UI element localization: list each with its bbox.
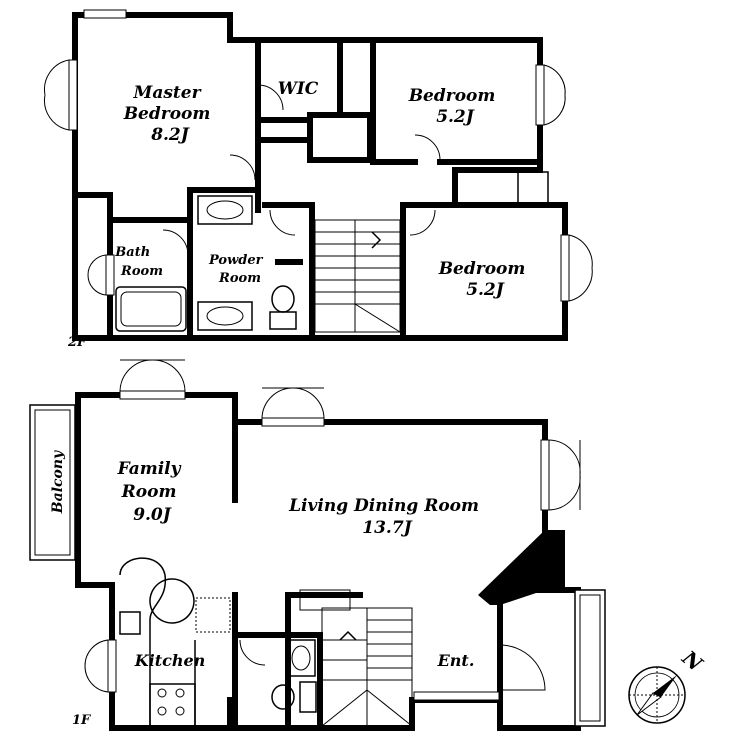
room-bedroom-1: Bedroom 5.2J (408, 86, 502, 127)
room-living-dining: Living Dining Room 13.7J (288, 496, 485, 538)
door-utility (239, 639, 266, 666)
sink-icon-1f (286, 639, 316, 677)
door-bedroom-2 (409, 209, 436, 236)
wic-closet (307, 112, 373, 163)
bathtub-icon (115, 286, 187, 332)
wall-entry (227, 587, 581, 731)
door-bath (162, 229, 189, 256)
window-master-left (44, 59, 78, 131)
room-wic: WIC (278, 79, 319, 99)
wall-kitchen-outer (75, 582, 233, 731)
balcony (29, 404, 76, 561)
toilet-icon-1f (271, 681, 317, 713)
wall-master-bottom (107, 187, 258, 223)
window-bedroom2-right (560, 234, 593, 302)
floor-1f: Family Room 9.0J Living Dining Room 13.7… (29, 359, 606, 731)
shoe-box (413, 691, 500, 701)
stairs-1f (321, 607, 413, 727)
door-master (257, 84, 284, 111)
room-balcony: Balcony (50, 450, 66, 514)
sink-icon (197, 195, 253, 225)
storage-1f (299, 589, 351, 611)
window-bedroom1-right (535, 64, 566, 126)
room-master-bedroom: Master Bedroom 8.2J (123, 83, 217, 145)
floor-label-1f: 1F (72, 713, 91, 728)
window-living-right (540, 439, 581, 511)
stairs-2f (314, 219, 401, 333)
door-hall (229, 154, 256, 181)
kitchen-counter (119, 557, 231, 729)
room-powder: Powder Room (208, 253, 267, 286)
floor-label-2f: 2F (67, 335, 87, 350)
window-kitchen-left (84, 639, 117, 693)
door-powder (269, 209, 296, 236)
wall-2f-outer (72, 12, 568, 341)
room-bedroom-2: Bedroom 5.2J (438, 259, 532, 300)
room-entrance: Ent. (437, 651, 475, 670)
window-family-top (119, 359, 186, 400)
room-family: Family Room 9.0J (117, 459, 187, 525)
toilet-icon (269, 285, 297, 330)
door-bedroom-1 (414, 134, 441, 161)
sink-icon-2 (197, 301, 253, 331)
floor-2f: Master Bedroom 8.2J WIC Bedroom 5.2J Bat… (44, 9, 593, 350)
compass-north-label: N (677, 645, 708, 676)
window-bath-left (87, 254, 115, 296)
room-bath: Bath Room (114, 245, 163, 279)
door-entrance (499, 644, 546, 691)
column-1f (478, 530, 565, 605)
window-entry-right (574, 589, 606, 727)
compass-icon (628, 666, 686, 724)
window-2f-top (83, 9, 127, 19)
room-kitchen: Kitchen (134, 651, 206, 670)
window-living-top (261, 387, 325, 427)
closet-2f (517, 171, 549, 205)
